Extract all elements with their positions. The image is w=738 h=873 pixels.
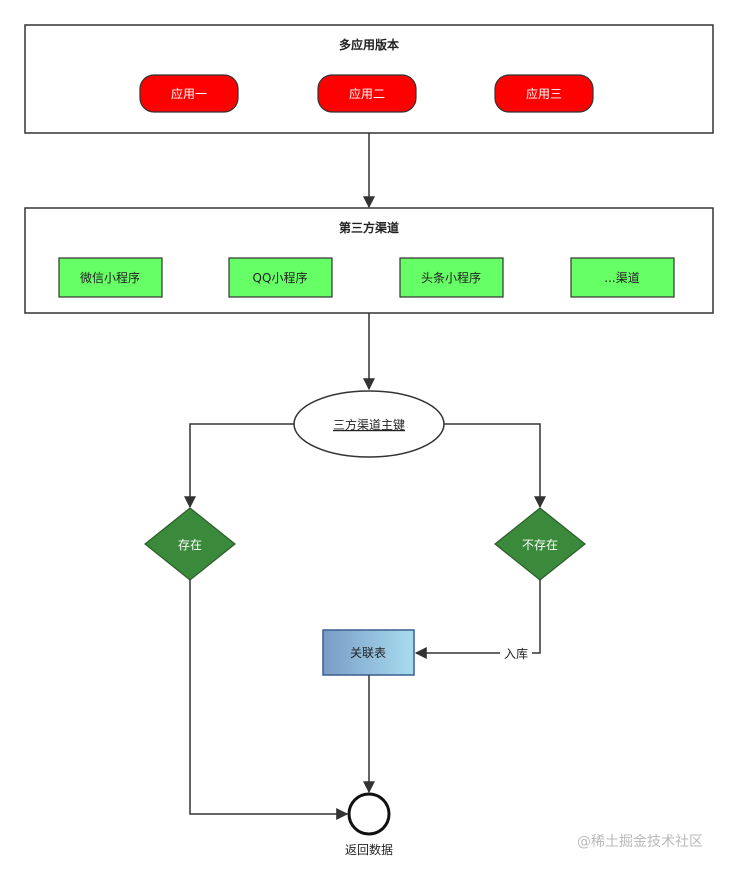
channel-node-toutiao-label: 头条小程序 [421, 270, 481, 285]
return-data-end-node [347, 792, 391, 836]
edge-primary-key-to-exists [184, 423, 294, 509]
primary-key-label: 三方渠道主键 [333, 417, 405, 432]
channel-node-toutiao [399, 257, 504, 298]
channel-node-wechat-label: 微信小程序 [80, 270, 140, 285]
channel-node-qq-label: QQ小程序 [253, 270, 308, 285]
channel-node-wechat [58, 257, 163, 298]
channel-node-qq [228, 257, 333, 298]
not-exists-decision-label: 不存在 [522, 538, 558, 552]
app-node-3 [494, 74, 594, 113]
exists-decision-label: 存在 [178, 538, 202, 552]
apps-group-title: 多应用版本 [339, 37, 399, 52]
channel-node-more [570, 257, 675, 298]
relation-table-label: 关联表 [350, 646, 386, 660]
edge-not-exists-to-relation-table [414, 580, 541, 659]
watermark-text: @稀土掘金技术社区 [577, 834, 703, 850]
edge-exists-to-return [189, 580, 349, 820]
app-node-1 [139, 74, 239, 113]
app-node-3-label: 应用三 [526, 86, 562, 101]
channels-group-title: 第三方渠道 [339, 220, 399, 235]
store-edge-label: 入库 [504, 646, 528, 661]
return-data-label: 返回数据 [345, 842, 393, 857]
app-node-1-label: 应用一 [171, 86, 207, 101]
channel-node-more-label: ...渠道 [604, 271, 639, 285]
store-label-bg [500, 645, 532, 661]
relation-table-node [322, 629, 415, 676]
edge-primary-key-to-not-exists [444, 423, 546, 509]
app-node-2-label: 应用二 [349, 86, 385, 101]
app-node-2 [317, 74, 417, 113]
